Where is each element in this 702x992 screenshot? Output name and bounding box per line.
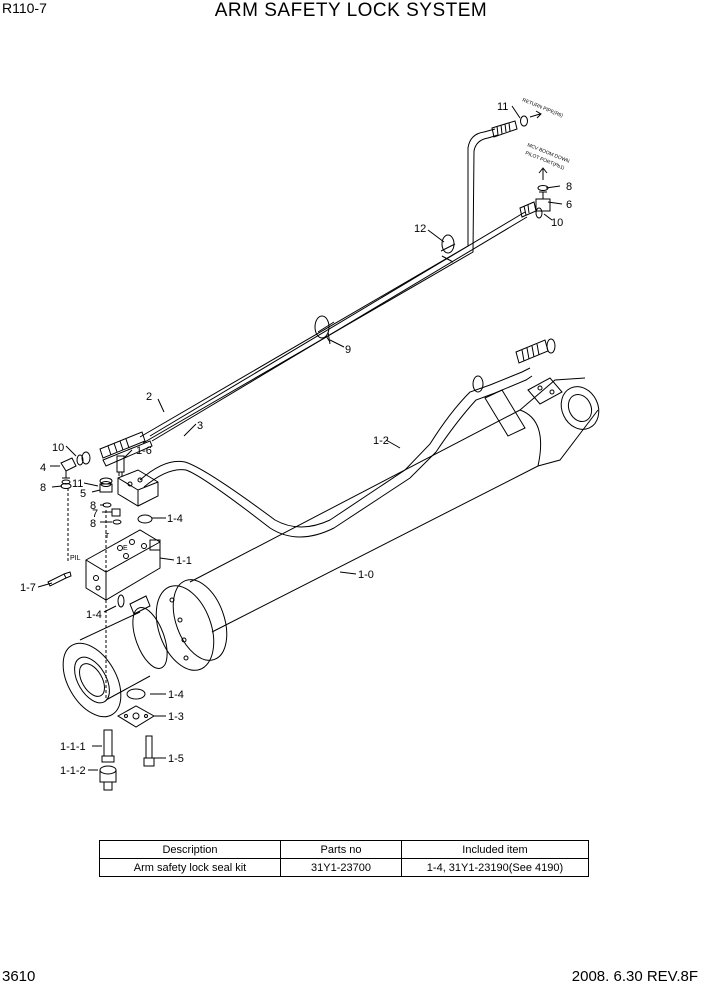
mcv-hose-fitting xyxy=(519,201,537,218)
revision-date: 2008. 6.30 REV.8F xyxy=(571,968,698,985)
bolt-1-7 xyxy=(47,571,72,587)
callout-10-right: 10 xyxy=(551,217,563,229)
callout-4: 4 xyxy=(40,462,46,474)
table-cell-included-item: 1-4, 31Y1-23190(See 4190) xyxy=(401,858,589,877)
o-ring-8-left xyxy=(60,483,72,489)
parts-table: Description Parts no Included item Arm s… xyxy=(99,840,589,877)
cover-plate-1-3 xyxy=(117,705,155,728)
o-ring-11-left xyxy=(100,481,112,487)
table-cell-parts-no: 31Y1-23700 xyxy=(280,858,402,877)
port-e-label: E xyxy=(123,545,128,552)
callout-1-4-mid: 1-4 xyxy=(86,609,102,621)
callout-1-5: 1-5 xyxy=(168,753,184,765)
callout-10-left: 10 xyxy=(52,442,64,454)
return-hose-fitting xyxy=(491,115,528,138)
callout-1-4-upper: 1-4 xyxy=(167,513,183,525)
pipe-2 xyxy=(139,128,499,444)
callout-8-right: 8 xyxy=(566,181,572,193)
callout-12: 12 xyxy=(414,223,426,235)
valve-block-1-1 xyxy=(85,529,161,608)
table-header-row: Description Parts no Included item xyxy=(99,840,589,859)
pipe-1-2-nut xyxy=(515,338,556,364)
port-pil-label: PIL xyxy=(70,555,81,562)
callout-1-0: 1-0 xyxy=(358,569,374,581)
port-t-label: T xyxy=(105,533,110,540)
clamp-9 xyxy=(314,315,335,345)
callout-8-low: 8 xyxy=(90,518,96,530)
o-ring-1-4-bottom xyxy=(126,688,146,700)
table-cell-description: Arm safety lock seal kit xyxy=(99,858,281,877)
callout-1-1-2: 1-1-2 xyxy=(60,765,86,777)
callout-9: 9 xyxy=(345,344,351,356)
table-header-description: Description xyxy=(99,840,281,859)
table-header-parts-no: Parts no xyxy=(280,840,402,859)
model-number: R110-7 xyxy=(2,0,47,16)
callout-5: 5 xyxy=(80,488,86,500)
callout-7: 7 xyxy=(92,508,98,520)
return-pipe-label: RETURN PIPE(R6) xyxy=(521,97,564,119)
callout-2: 2 xyxy=(146,391,152,403)
callout-8-mid: 8 xyxy=(90,500,96,512)
callout-3: 3 xyxy=(197,420,203,432)
tee-fitting-6 xyxy=(535,185,551,219)
pipe-1-2 xyxy=(139,367,533,538)
callout-1-3: 1-3 xyxy=(168,711,184,723)
bolt-1-5 xyxy=(143,735,155,767)
callout-1-1-1: 1-1-1 xyxy=(60,741,86,753)
clamp-12 xyxy=(440,234,456,263)
callout-1-2: 1-2 xyxy=(373,435,389,447)
fitting-1-1-2 xyxy=(99,765,117,791)
callout-1-1: 1-1 xyxy=(176,555,192,567)
table-header-included-item: Included item xyxy=(401,840,589,859)
valve-block-upper xyxy=(117,469,159,507)
page-title: ARM SAFETY LOCK SYSTEM xyxy=(214,0,488,21)
arm-cylinder xyxy=(62,377,600,718)
fitting-1-1-1 xyxy=(101,729,115,763)
table-row: Arm safety lock seal kit 31Y1-23700 1-4,… xyxy=(99,858,589,877)
callout-11-left: 11 xyxy=(72,478,83,490)
callout-1-4-lower: 1-4 xyxy=(168,689,184,701)
callout-1-6: 1-6 xyxy=(136,445,152,457)
o-ring-1-4-mid xyxy=(137,514,153,524)
callout-1-7: 1-7 xyxy=(20,582,36,594)
page-number: 3610 xyxy=(2,968,36,985)
callout-11-top: 11 xyxy=(497,101,508,113)
callout-8-left: 8 xyxy=(40,482,46,494)
callout-6: 6 xyxy=(566,199,572,211)
